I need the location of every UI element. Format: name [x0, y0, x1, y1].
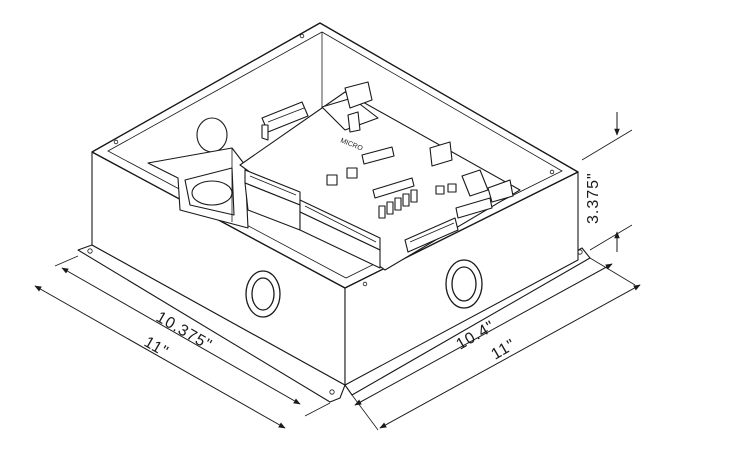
chip-2: [346, 167, 358, 179]
dim-height: 3.375": [585, 172, 602, 224]
bottom-connector: [404, 217, 459, 253]
chip-1: [326, 174, 338, 186]
dim-outer-left: 11": [141, 334, 171, 361]
right-components: [429, 141, 514, 219]
small-header-1: [361, 146, 395, 165]
dim-outer-right: 11": [489, 336, 519, 363]
top-connector: [261, 101, 309, 141]
transformer: [147, 117, 249, 229]
upper-header-block: [321, 81, 379, 133]
dimension-height: 3.375": [581, 112, 633, 252]
circuit-board: MICRO: [239, 81, 521, 271]
small-header-2: [372, 177, 415, 199]
capacitor-row: [378, 189, 418, 219]
